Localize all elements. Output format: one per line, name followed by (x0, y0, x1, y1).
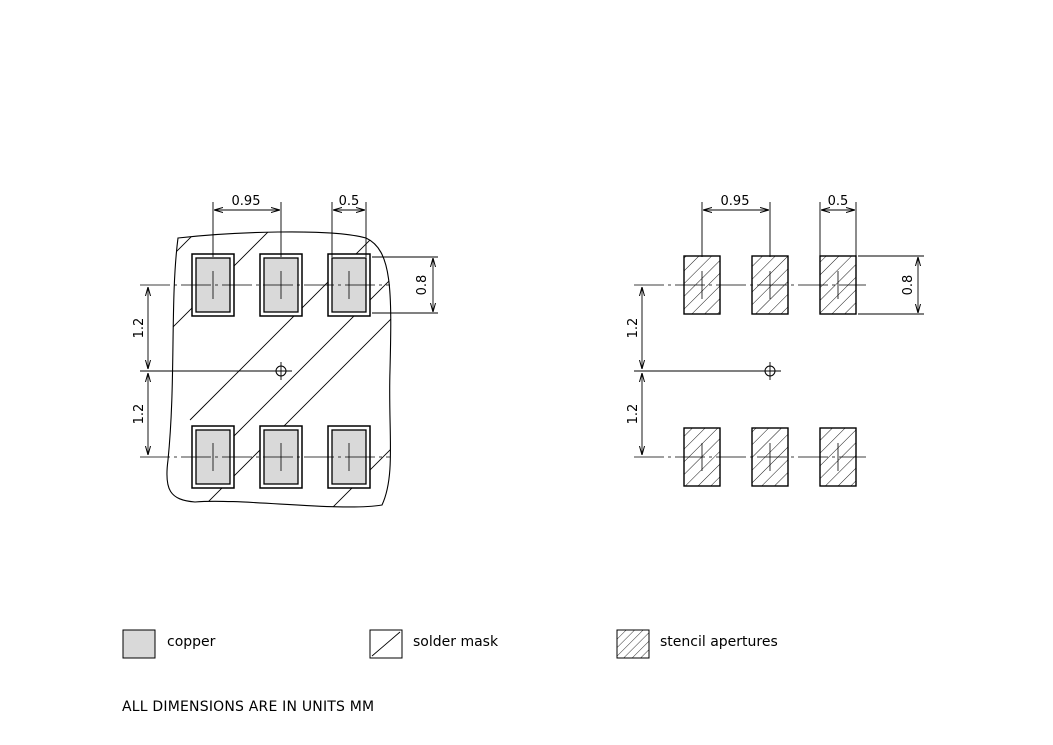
dim-pitch-x-left: 0.95 (232, 194, 261, 209)
dim-pitch-y-top-left: 1.2 (132, 318, 147, 339)
legend-solder-mask-swatch (369, 629, 403, 659)
dim-pad-width-right: 0.5 (828, 194, 849, 209)
dim-pitch-x-right: 0.95 (721, 194, 750, 209)
stencil-view: 0.95 0.5 0.8 1.2 1.2 (626, 194, 924, 487)
right-centerlines (634, 271, 866, 471)
legend-stencil-swatch (616, 629, 650, 659)
dim-pitch-y-bottom-right: 1.2 (626, 404, 641, 425)
dim-pad-height-left: 0.8 (415, 275, 430, 296)
dim-pitch-y-bottom-left: 1.2 (132, 404, 147, 425)
mask-hatch-line (169, 269, 391, 507)
legend: copper solder mask stencil apertures (122, 629, 778, 659)
dim-pad-height-right: 0.8 (901, 275, 916, 296)
dim-pad-width-left: 0.5 (339, 194, 360, 209)
left-centerlines (140, 271, 390, 471)
dim-pitch-y-top-right: 1.2 (626, 318, 641, 339)
mask-hatch-line (199, 249, 391, 471)
legend-copper-swatch (122, 629, 156, 659)
right-dimensions (642, 202, 924, 455)
legend-copper-label: copper (167, 634, 216, 650)
left-dimensions (148, 202, 438, 455)
copper-mask-view: 0.95 0.5 0.8 1.2 1.2 (132, 194, 438, 508)
legend-stencil-label: stencil apertures (660, 634, 778, 650)
units-note: ALL DIMENSIONS ARE IN UNITS MM (122, 699, 374, 715)
legend-solder-mask-label: solder mask (413, 634, 499, 650)
